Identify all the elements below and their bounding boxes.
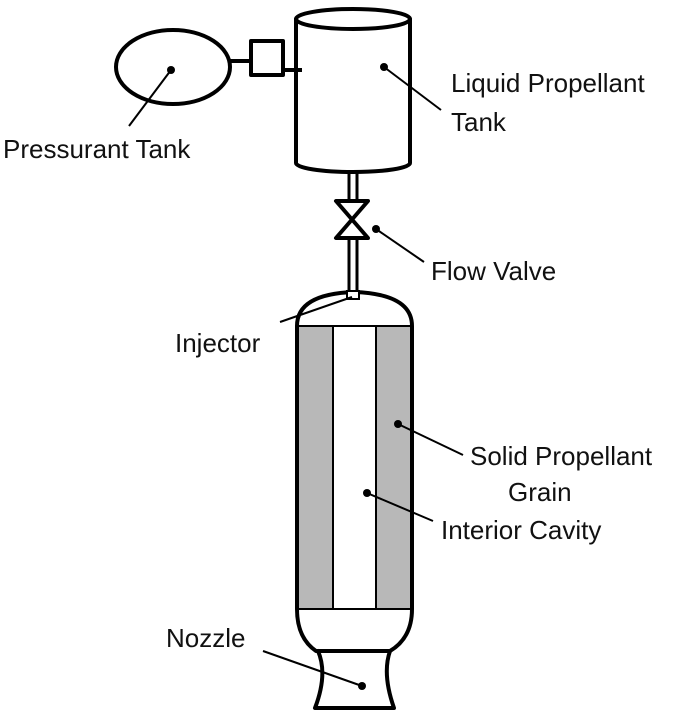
nozzle-shape [313, 649, 396, 710]
flow-valve-shape [334, 199, 370, 240]
interior-cavity-label: Interior Cavity [441, 515, 601, 545]
liquid-tank-leader-line [383, 66, 442, 111]
pressurant-tank-shape [114, 28, 232, 106]
pressure-regulator-box [249, 39, 285, 77]
flow-valve-label: Flow Valve [431, 256, 556, 286]
liquid-tank-shape [294, 17, 412, 174]
nozzle-leader-line [262, 650, 363, 687]
solid-grain-leader-line [397, 423, 464, 456]
solid-grain-right [376, 326, 412, 609]
flow-valve-leader-line [375, 228, 425, 263]
solid-grain-left [297, 326, 333, 609]
pressurant-tank-leader-line [128, 69, 172, 127]
injector-leader-line [279, 296, 353, 323]
injector-shape [346, 290, 360, 300]
liquid-tank-label-line2: Tank [451, 107, 507, 137]
pressurant-tank-label: Pressurant Tank [3, 134, 191, 164]
interior-cavity-leader-line [366, 492, 434, 522]
liquid-tank-top [294, 7, 412, 31]
liquid-tank-label-line1: Liquid Propellant [451, 68, 645, 98]
injector-label: Injector [175, 328, 261, 358]
solid-grain-label-line2: Grain [508, 477, 572, 507]
solid-grain-label-line1: Solid Propellant [470, 441, 653, 471]
nozzle-label: Nozzle [166, 623, 245, 653]
